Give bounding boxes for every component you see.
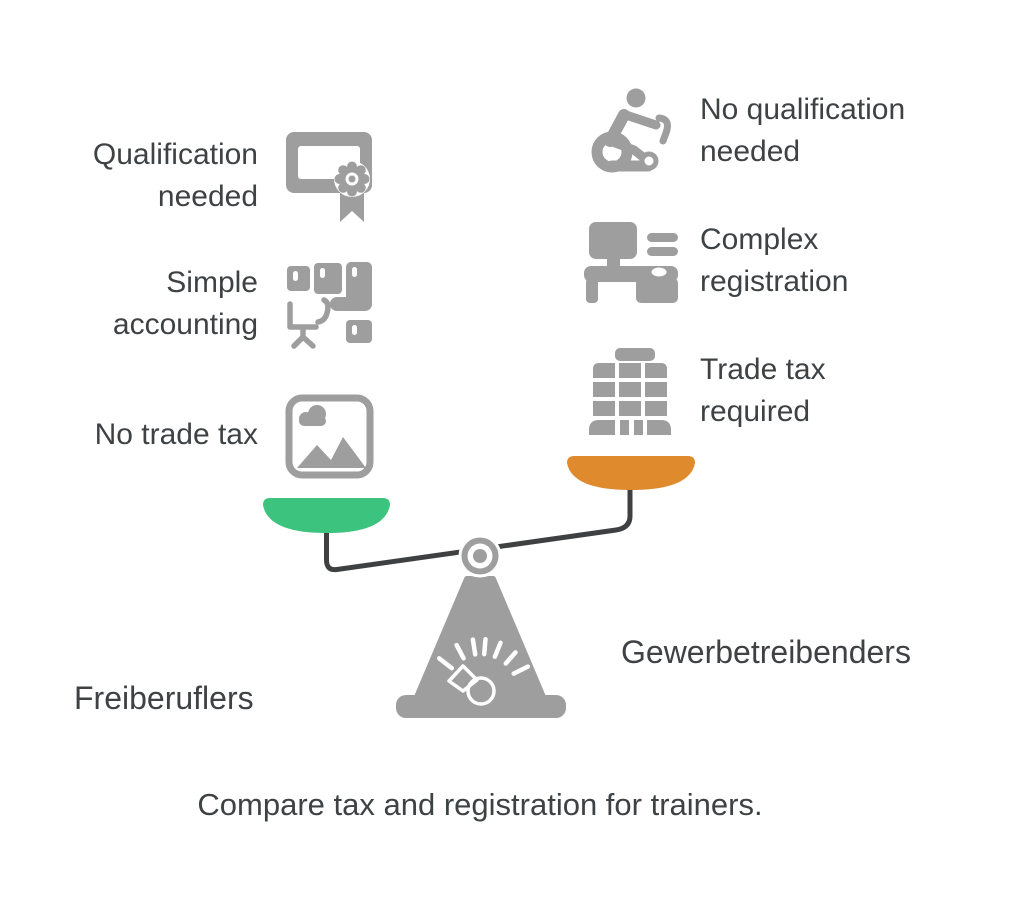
office-furniture-icon — [287, 262, 372, 349]
balance-scale-icon — [263, 456, 695, 718]
left-item-3-line1: No trade tax — [94, 418, 258, 451]
left-item-2-line1: Simple — [166, 266, 258, 299]
right-item-2-line2: registration — [700, 265, 849, 298]
certificate-icon — [286, 132, 372, 222]
right-item-3-line2: required — [700, 395, 811, 428]
left-item-1-text: Qualification needed — [93, 134, 258, 218]
exercise-bike-icon — [591, 88, 671, 173]
right-scale-pan — [567, 456, 695, 490]
right-item-2-line1: Complex — [700, 223, 819, 256]
scale-pivot — [458, 534, 502, 578]
left-scale-pan — [263, 498, 390, 533]
right-item-1-line2: needed — [700, 135, 801, 168]
gauge-dial-icon — [436, 636, 531, 706]
right-item-3-text: Trade tax required — [700, 349, 826, 433]
scale-pedestal — [396, 576, 566, 718]
left-item-2-text: Simple accounting — [113, 262, 258, 346]
caption: Compare tax and registration for trainer… — [197, 787, 763, 822]
office-building-icon — [589, 348, 671, 435]
left-item-3-text: No trade tax — [95, 414, 258, 456]
left-item-1-line2: needed — [157, 180, 258, 213]
right-side-label: Gewerbetreibenders — [621, 634, 911, 670]
right-item-1-text: No qualification needed — [700, 89, 905, 173]
left-side-label: Freiberuflers — [74, 680, 254, 716]
right-item-1-line1: No qualification — [700, 93, 906, 126]
picture-icon — [285, 394, 374, 479]
right-item-2-text: Complex registration — [700, 219, 848, 303]
computer-desk-icon — [584, 222, 678, 303]
right-item-3-line1: Trade tax — [700, 353, 826, 386]
left-item-1-line1: Qualification — [92, 138, 258, 171]
left-item-2-line2: accounting — [112, 308, 258, 341]
